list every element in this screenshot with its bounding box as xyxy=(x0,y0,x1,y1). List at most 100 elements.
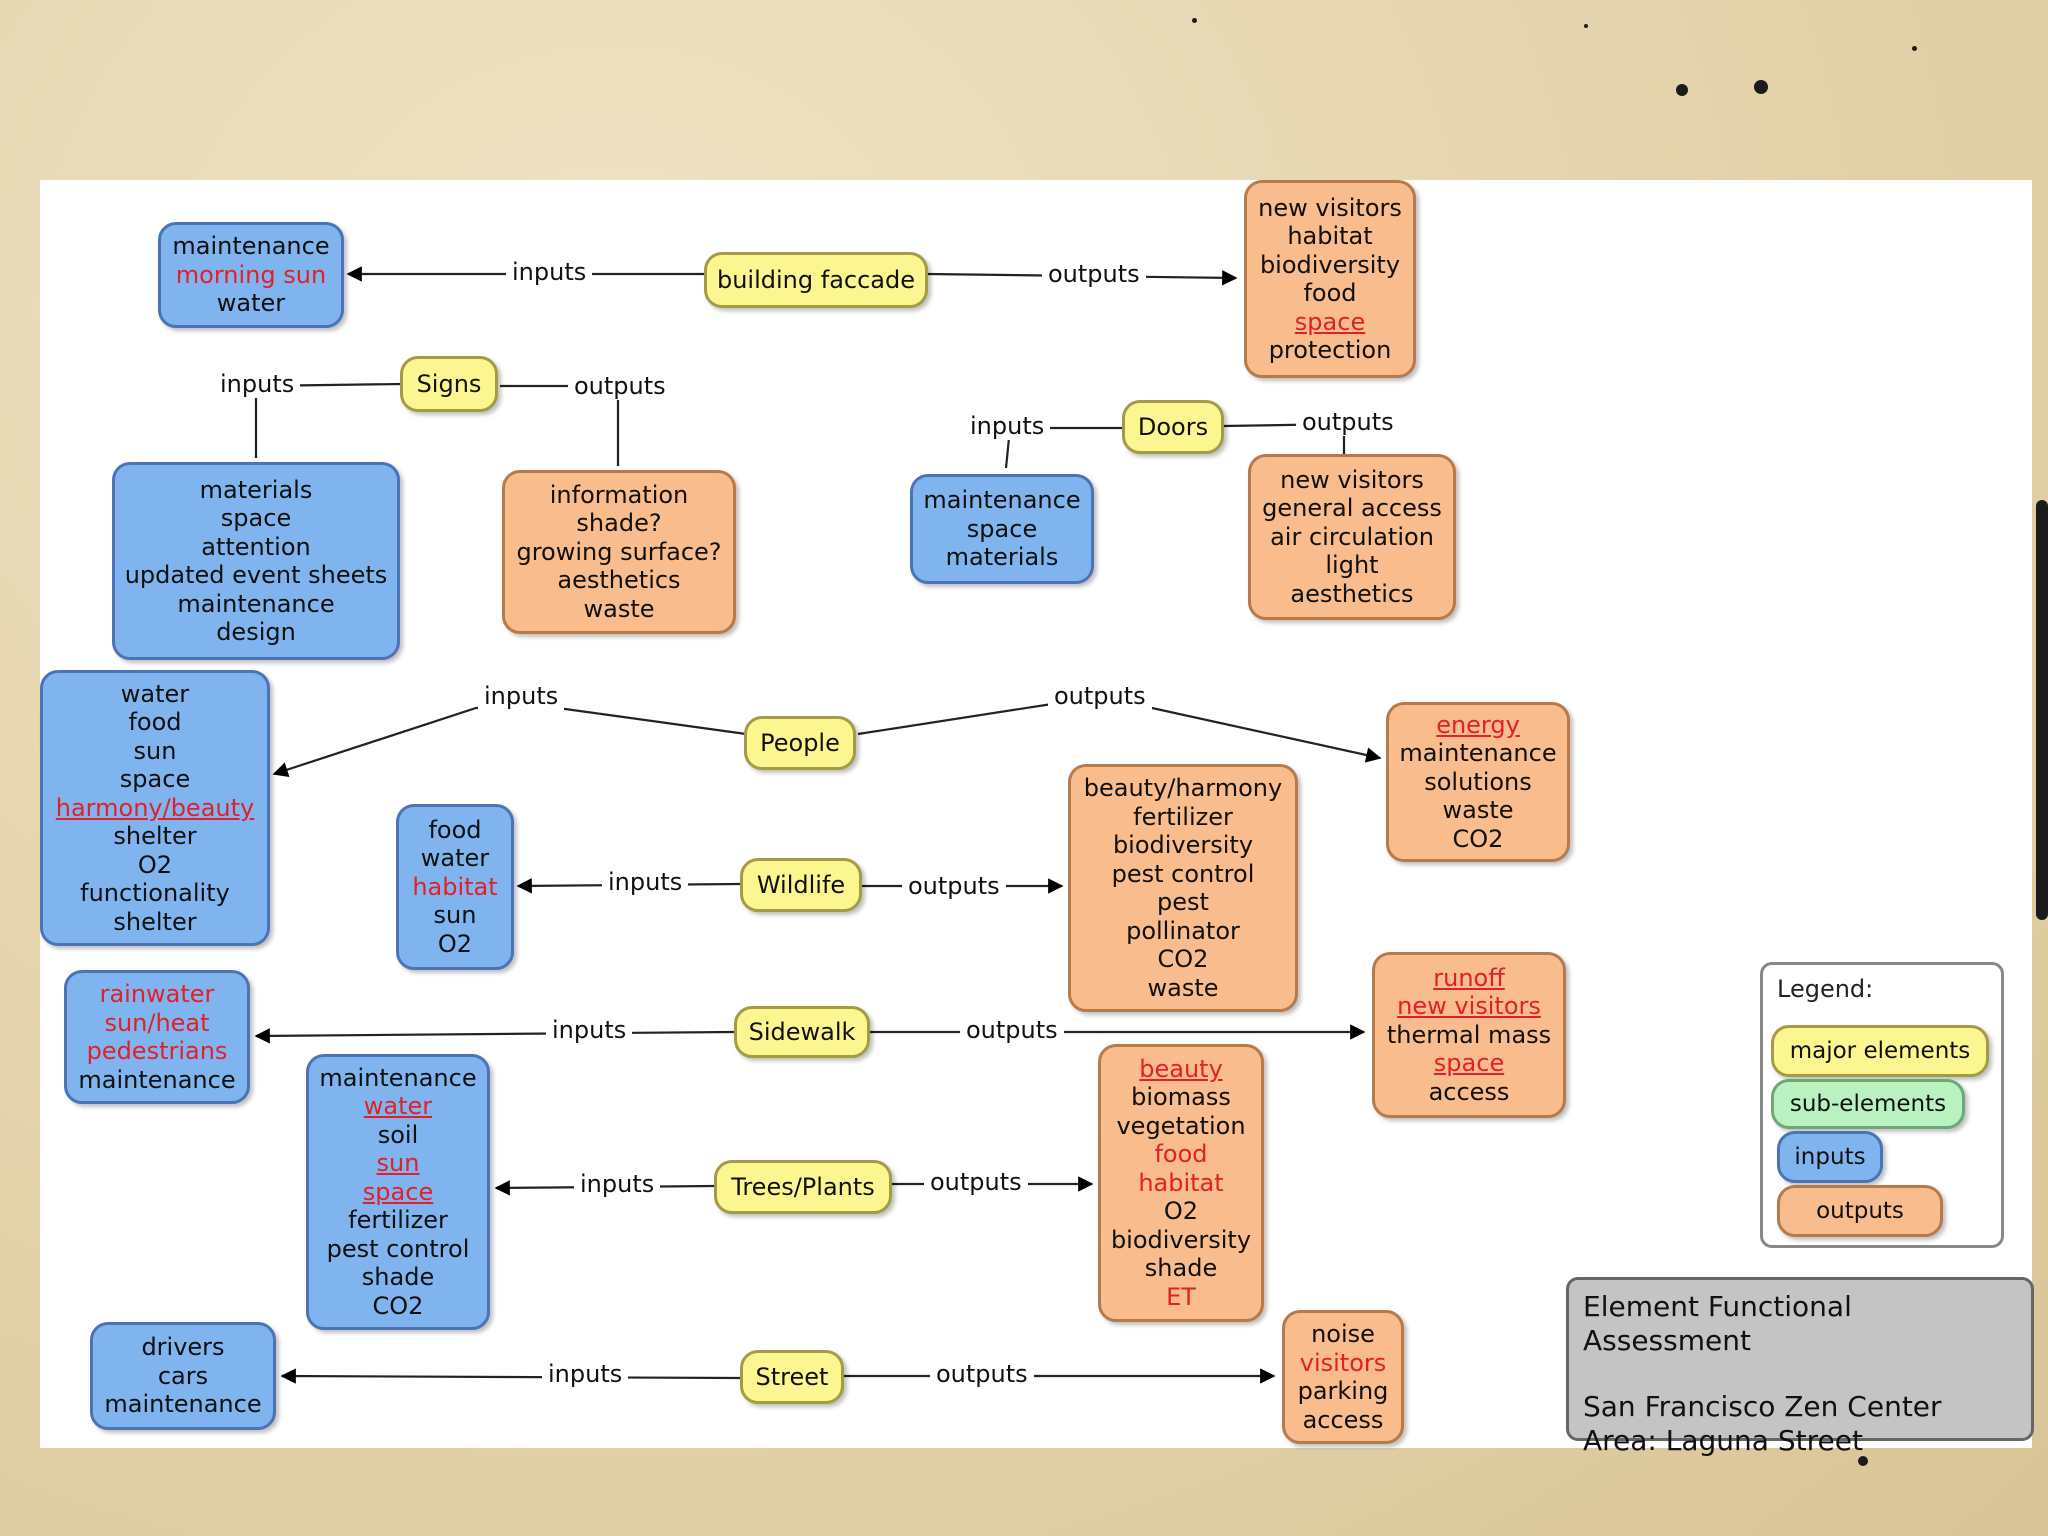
facade-outputs-item: protection xyxy=(1268,336,1392,364)
trees-inputs-item: CO2 xyxy=(372,1291,424,1320)
people-inputs-item: shelter xyxy=(113,822,197,851)
sidewalk-inputs-item: maintenance xyxy=(78,1065,236,1094)
facade-inputs-item: maintenance xyxy=(172,232,330,261)
wildlife-major-element: Wildlife xyxy=(740,858,862,912)
trees-inputs-item: water xyxy=(363,1092,433,1121)
street-outputs-item: visitors xyxy=(1299,1348,1387,1377)
signs-inputs-item: space xyxy=(220,504,292,532)
legend-inputs: inputs xyxy=(1777,1131,1883,1183)
trees-outputs-item: biodiversity xyxy=(1110,1225,1252,1254)
wildlife-outputs-label: outputs xyxy=(902,872,1006,900)
legend-outputs: outputs xyxy=(1777,1185,1943,1237)
street-inputs-item: cars xyxy=(157,1361,209,1390)
signs-outputs-label: outputs xyxy=(568,372,672,400)
people-major-label: People xyxy=(760,728,840,757)
wildlife-inputs-item: habitat xyxy=(412,872,498,901)
legend-sub-label: sub-elements xyxy=(1789,1090,1947,1117)
trees-inputs-item: space xyxy=(362,1177,434,1206)
doors-inputs-item: maintenance xyxy=(923,486,1081,515)
assessment-title: Element Functional Assessment xyxy=(1583,1290,1852,1357)
wildlife-inputs-item: food xyxy=(428,815,482,844)
background-speck xyxy=(1192,18,1197,23)
people-inputs-arrow xyxy=(272,706,747,778)
wildlife-inputs-label: inputs xyxy=(602,868,689,896)
signs-outputs-item: shade? xyxy=(576,509,662,538)
facade-outputs-item: food xyxy=(1303,279,1357,307)
street-major-label: Street xyxy=(755,1362,829,1391)
doors-outputs-item: new visitors xyxy=(1280,465,1424,494)
people-inputs-label: inputs xyxy=(478,682,565,710)
sidewalk-inputs-item: sun/heat xyxy=(104,1008,210,1037)
trees-outputs-item: O2 xyxy=(1163,1197,1199,1226)
wildlife-inputs-item: water xyxy=(420,844,490,873)
trees-major-element: Trees/Plants xyxy=(714,1160,892,1214)
legend-outputs-label: outputs xyxy=(1816,1197,1904,1224)
wildlife-outputs-item: pest control xyxy=(1111,859,1255,888)
doors-inputs-item: materials xyxy=(945,543,1059,572)
people-outputs-arrow xyxy=(857,702,1382,763)
signs-inputs-item: maintenance xyxy=(177,589,335,618)
background-speck xyxy=(1584,24,1588,28)
doors-outputs-item: aesthetics xyxy=(1290,579,1414,608)
signs-inputs-label: inputs xyxy=(214,370,301,398)
street-inputs-arrow xyxy=(280,1368,741,1384)
legend-title: Legend: xyxy=(1777,975,1874,1003)
doors-inputs-label: inputs xyxy=(964,412,1051,440)
wildlife-outputs-item: pest xyxy=(1157,888,1209,916)
legend-major-label: major elements xyxy=(1789,1037,1971,1064)
background-speck xyxy=(1754,80,1768,94)
wildlife-inputs-item: O2 xyxy=(437,929,473,958)
sidewalk-outputs-item: access xyxy=(1428,1077,1510,1106)
street-outputs-item: noise xyxy=(1311,1320,1375,1348)
trees-inputs-item: soil xyxy=(377,1120,419,1149)
wildlife-outputs-item: waste xyxy=(1147,973,1219,1002)
street-inputs-item: maintenance xyxy=(104,1390,262,1419)
sidewalk-major-element: Sidewalk xyxy=(734,1006,870,1058)
signs-major-element: Signs xyxy=(400,356,498,412)
people-inputs-item: food xyxy=(128,708,182,737)
background-speck xyxy=(2036,500,2048,920)
diagram-panel: inputs outputs inputs outputs inputs out… xyxy=(40,180,2034,1457)
assessment-title-box: Element Functional Assessment San Franci… xyxy=(1566,1277,2034,1457)
sidewalk-outputs-label: outputs xyxy=(960,1016,1064,1044)
sidewalk-outputs-item: thermal mass xyxy=(1386,1020,1552,1049)
sidewalk-outputs-item: new visitors xyxy=(1397,992,1541,1021)
facade-outputs-label: outputs xyxy=(1042,260,1146,288)
background-speck xyxy=(1912,46,1917,51)
trees-outputs-item: food xyxy=(1154,1140,1208,1169)
facade-outputs-item: habitat xyxy=(1287,222,1373,250)
site-name: San Francisco Zen Center xyxy=(1583,1390,1942,1423)
trees-major-label: Trees/Plants xyxy=(731,1172,875,1201)
site-area: Area: Laguna Street xyxy=(1583,1424,1863,1457)
trees-inputs-label: inputs xyxy=(574,1170,661,1198)
people-inputs-item: shelter xyxy=(113,907,197,936)
wildlife-outputs-item: fertilizer xyxy=(1133,802,1233,831)
signs-inputs-item: attention xyxy=(201,532,311,561)
facade-major-element: building faccade xyxy=(704,252,928,308)
people-inputs-item: functionality xyxy=(80,879,230,908)
street-outputs-item: access xyxy=(1302,1405,1384,1434)
sidewalk-outputs-item: space xyxy=(1433,1049,1505,1078)
trees-outputs-item: beauty xyxy=(1139,1054,1223,1083)
people-inputs-item: O2 xyxy=(137,850,173,879)
trees-inputs-item: shade xyxy=(361,1263,435,1292)
trees-outputs-item: ET xyxy=(1166,1282,1196,1311)
signs-inputs-item: updated event sheets xyxy=(124,561,388,589)
signs-inputs-item: design xyxy=(216,618,296,646)
street-outputs-item: parking xyxy=(1297,1377,1389,1405)
wildlife-outputs-item: beauty/harmony xyxy=(1083,774,1283,802)
doors-major-element: Doors xyxy=(1122,400,1224,454)
signs-inputs-item: materials xyxy=(199,475,313,504)
people-major-element: People xyxy=(744,716,856,770)
trees-inputs-item: fertilizer xyxy=(348,1206,448,1235)
people-outputs-item: waste xyxy=(1442,796,1514,825)
